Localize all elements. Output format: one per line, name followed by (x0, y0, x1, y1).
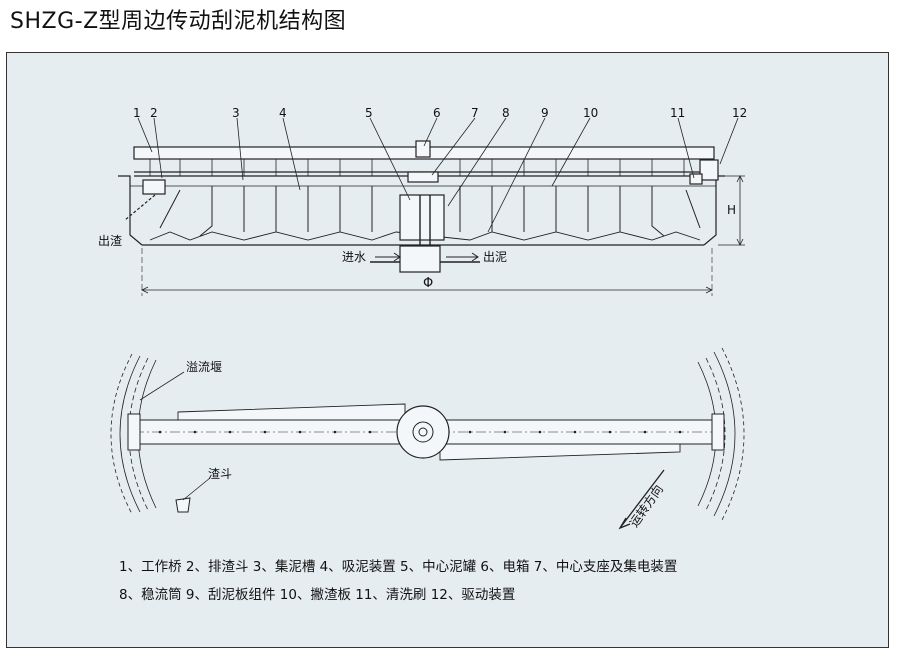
plan-view (110, 347, 745, 530)
plan-scraper (439, 443, 681, 461)
slag-hopper (175, 497, 191, 513)
slag-out-label: 出渣 (98, 234, 122, 248)
rotation-arrow (619, 469, 665, 529)
center-hub (396, 405, 450, 459)
part-number-1: 1 (133, 106, 141, 120)
center-sludge-tank (399, 194, 445, 241)
part-number-labels: 1 2 3 4 5 6 7 8 9 10 11 12 (133, 106, 747, 120)
part-number-3: 3 (232, 106, 240, 120)
slag-bucket (142, 179, 166, 195)
part-number-2: 2 (150, 106, 158, 120)
suction-pipes (159, 186, 701, 237)
part-number-10: 10 (583, 106, 598, 120)
inlet-pipe (399, 245, 441, 273)
water-in-label: 进水 (342, 250, 366, 264)
tank-left-wall (118, 175, 143, 246)
part-number-9: 9 (541, 106, 549, 120)
height-label: H (727, 203, 736, 217)
sludge-out-label: 出泥 (483, 250, 507, 264)
plan-bridge-dots (158, 430, 682, 434)
page-title: SHZG-Z型周边传动刮泥机结构图 (10, 9, 347, 34)
part-number-6: 6 (433, 106, 441, 120)
diameter-label: Φ (423, 276, 433, 291)
scraper-blades (149, 231, 701, 241)
skimmer-board (177, 403, 406, 421)
part-number-8: 8 (502, 106, 510, 120)
slag-hopper-label: 渣斗 (208, 467, 232, 481)
rotation-direction-label: 运转方向 (626, 482, 666, 530)
elevation-view (118, 140, 745, 296)
overflow-weir-label: 溢流堰 (186, 360, 222, 374)
bridge-posts (149, 159, 685, 176)
electric-box (415, 140, 431, 158)
part-number-5: 5 (365, 106, 373, 120)
drive-device (699, 159, 719, 181)
part-number-12: 12 (732, 106, 747, 120)
part-number-11: 11 (670, 106, 685, 120)
part-number-7: 7 (471, 106, 479, 120)
drive-carriage (711, 413, 725, 451)
part-number-4: 4 (279, 106, 287, 120)
leader-lines (137, 117, 739, 233)
legend-line-1: 1、工作桥 2、排渣斗 3、集泥槽 4、吸泥装置 5、中心泥罐 6、电箱 7、中… (119, 559, 678, 575)
legend-line-2: 8、稳流筒 9、刮泥板组件 10、撇渣板 11、清洗刷 12、驱动装置 (119, 587, 516, 603)
